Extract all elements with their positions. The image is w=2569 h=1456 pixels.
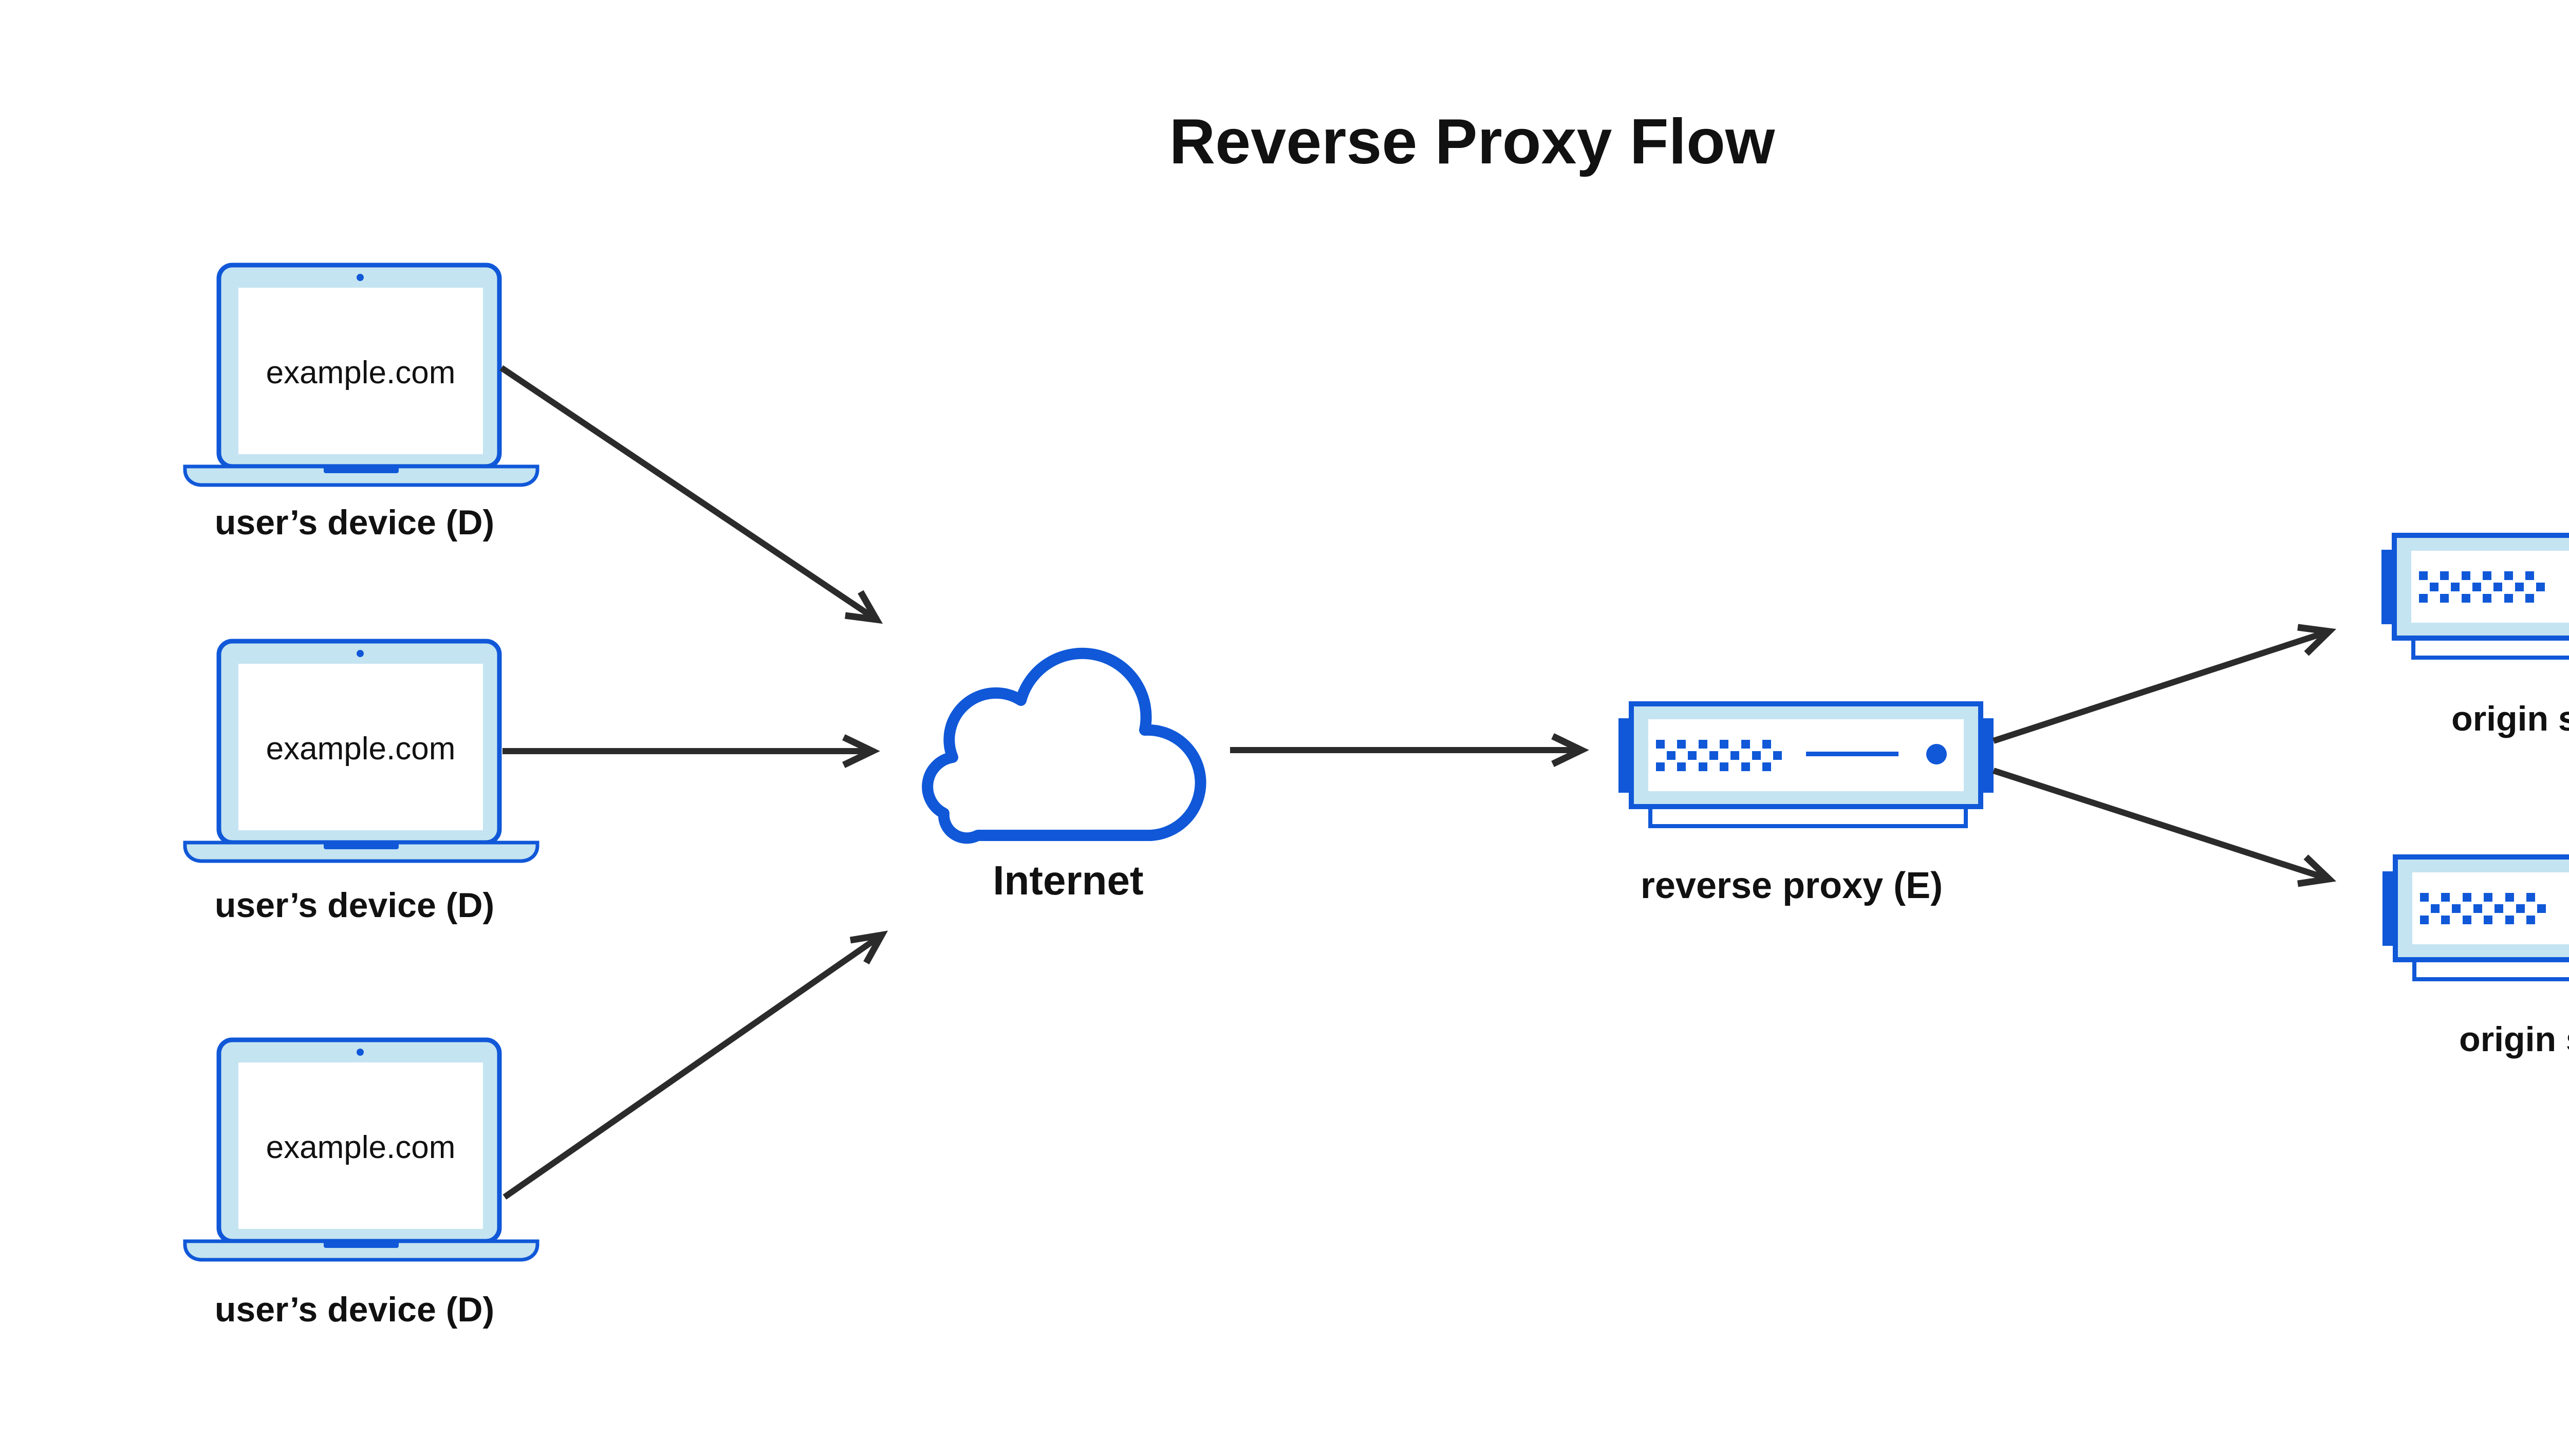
arrow-proxy-to-origin1 [1993,624,2337,744]
arrow-internet-to-proxy [1230,733,1589,767]
origin-server-node-2: origin server (F) [2382,857,2569,1059]
server-icon [2381,535,2569,658]
cloud-icon [922,647,1206,844]
internet-node: Internet [922,647,1206,903]
reverse-proxy-node: reverse proxy (E) [1618,704,1994,906]
arrow-device3-to-internet [502,930,888,1200]
device-screen-text: example.com [266,731,456,767]
device-screen-text: example.com [266,355,456,390]
internet-label: Internet [993,857,1143,903]
origin-server-label: origin server (F) [2451,699,2569,738]
arrow-device1-to-internet [499,365,883,624]
server-icon [2382,857,2569,979]
origin-server-node-1: origin server (F) [2381,535,2569,738]
device-label: user’s device (D) [215,503,494,542]
device-label: user’s device (D) [215,1290,494,1329]
device-screen-text: example.com [266,1130,456,1165]
reverse-proxy-label: reverse proxy (E) [1641,865,1943,906]
arrow-proxy-to-origin2 [1993,768,2337,887]
user-device-node-2: example.com user’s device (D) [185,641,537,925]
user-device-node-3: example.com user’s device (D) [185,1040,537,1329]
arrow-device2-to-internet [502,734,880,768]
device-label: user’s device (D) [215,886,494,925]
user-device-node-1: example.com user’s device (D) [185,265,537,542]
diagram-title: Reverse Proxy Flow [1169,106,1775,177]
server-icon [1618,704,1994,826]
origin-server-label: origin server (F) [2459,1020,2569,1059]
